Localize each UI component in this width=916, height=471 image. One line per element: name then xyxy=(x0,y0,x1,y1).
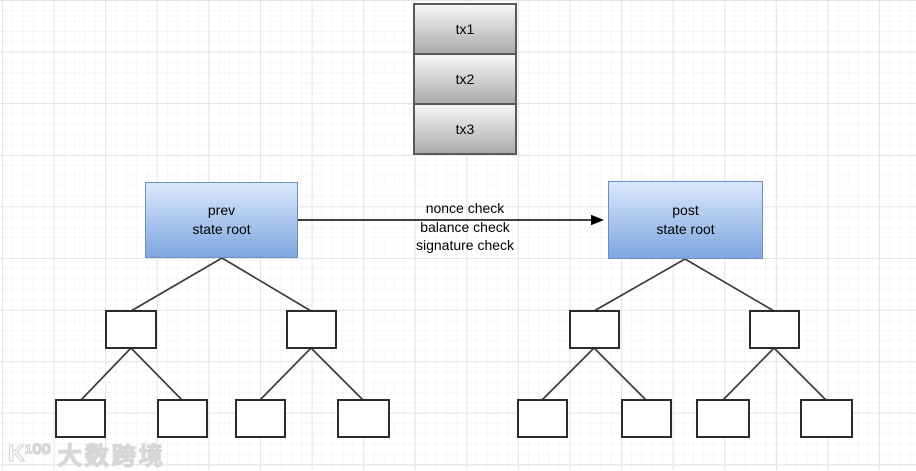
left-tree-edges xyxy=(80,257,364,401)
left-tree-leaf-node-4[interactable] xyxy=(337,399,390,438)
prev-state-root-box[interactable]: prev state root xyxy=(145,182,298,258)
watermark: K¹⁰⁰ 大数跨境 xyxy=(7,439,166,470)
right-tree-mid-node-1[interactable] xyxy=(569,310,620,349)
tx2-label: tx2 xyxy=(455,71,475,87)
tx3-label: tx3 xyxy=(455,121,475,137)
transition-arrow xyxy=(298,214,604,226)
post-state-root-label: post state root xyxy=(656,202,715,237)
left-tree-mid-node-1[interactable] xyxy=(105,310,157,349)
prev-state-root-label: prev state root xyxy=(192,202,251,237)
watermark-logo-icon: K¹⁰⁰ xyxy=(7,439,51,466)
watermark-text: 大数跨境 xyxy=(57,442,166,470)
right-tree-leaf-node-4[interactable] xyxy=(800,399,853,438)
right-tree-leaf-node-3[interactable] xyxy=(696,399,750,438)
tx1-box[interactable]: tx1 xyxy=(413,3,517,55)
right-tree-mid-node-2[interactable] xyxy=(749,310,800,349)
post-state-root-box[interactable]: post state root xyxy=(608,181,763,259)
left-tree-leaf-node-3[interactable] xyxy=(235,399,286,438)
right-tree-leaf-node-2[interactable] xyxy=(621,399,672,438)
right-tree-leaf-node-1[interactable] xyxy=(517,399,568,438)
transition-arrow-label: nonce check balance check signature chec… xyxy=(415,200,515,253)
left-tree-mid-node-2[interactable] xyxy=(286,310,337,349)
right-tree-edges xyxy=(541,258,827,401)
left-tree-leaf-node-1[interactable] xyxy=(55,399,106,438)
tx3-box[interactable]: tx3 xyxy=(413,103,517,155)
left-tree-leaf-node-2[interactable] xyxy=(157,399,208,438)
tx1-label: tx1 xyxy=(455,21,475,37)
tx2-box[interactable]: tx2 xyxy=(413,53,517,105)
